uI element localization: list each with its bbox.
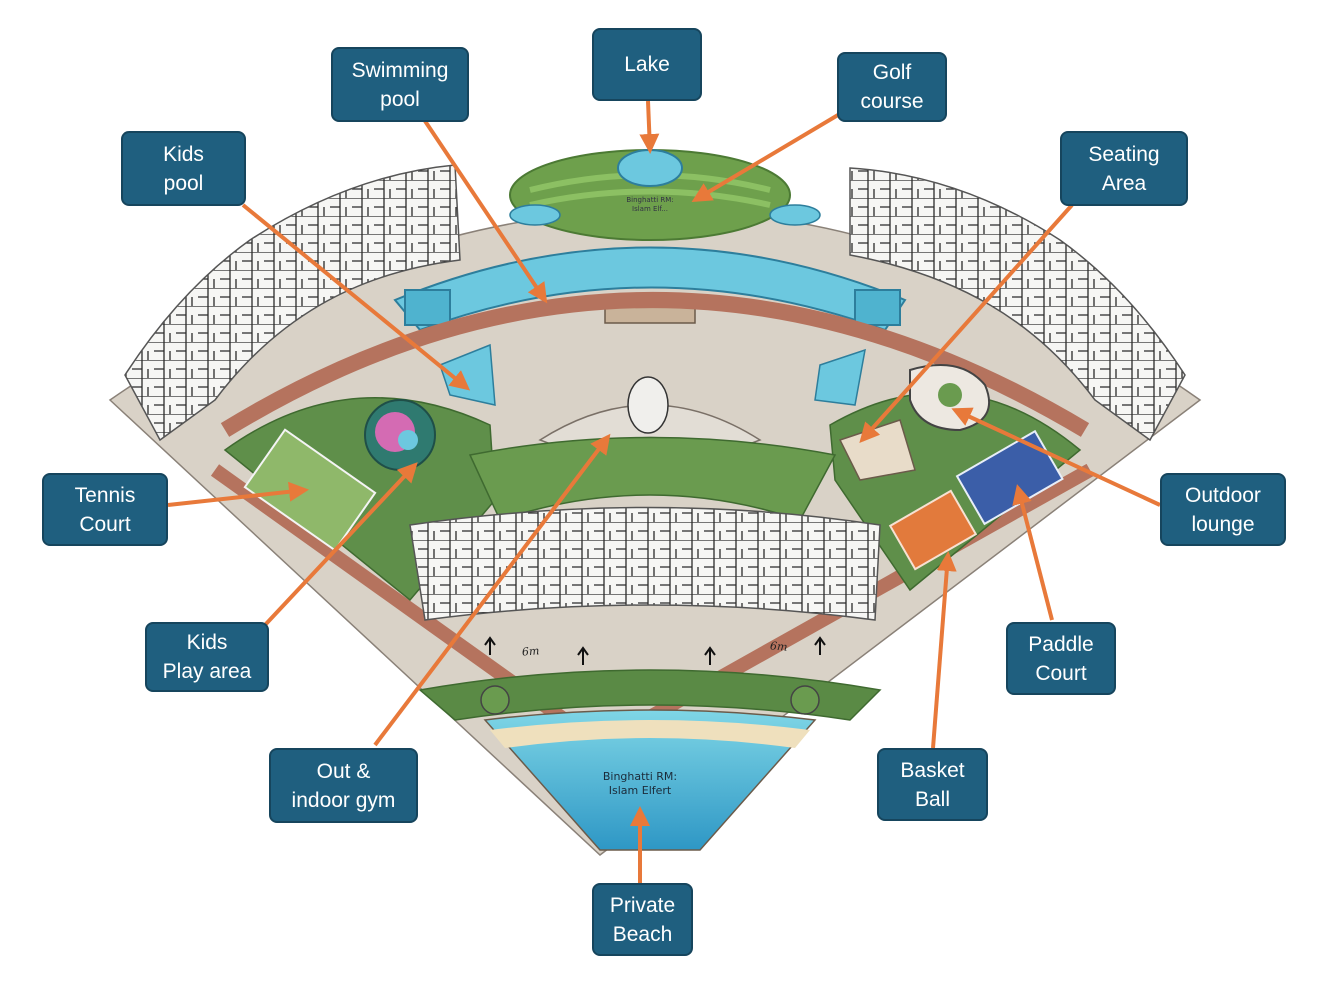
watermark-beach: Binghatti RM: Islam Elfert [602, 770, 678, 797]
arrow-swimming-pool [423, 119, 548, 304]
road-arrows [484, 636, 826, 665]
arrow-basket-ball [931, 551, 957, 749]
label-out-indoor-gym: Out & indoor gym [269, 748, 418, 823]
arrow-golf-course [691, 113, 840, 203]
lake-area [617, 149, 683, 187]
arrow-kids-pool [241, 203, 471, 391]
ring-road [220, 292, 1090, 437]
label-seating-area: Seating Area [1060, 131, 1188, 206]
arrow-paddle-court [1012, 484, 1054, 621]
label-outdoor-lounge: Outdoor lounge [1160, 473, 1286, 546]
label-paddle-court: Paddle Court [1006, 622, 1116, 695]
kids-pool-right [814, 348, 866, 406]
building-wing-top-right [849, 167, 1186, 442]
road-mark-left: 6m [521, 644, 540, 658]
arrow-outdoor-lounge [951, 407, 1161, 507]
label-lake: Lake [592, 28, 702, 101]
building-wing-bottom [409, 506, 881, 621]
label-tennis-court: Tennis Court [42, 473, 168, 546]
arrow-seating-area [859, 203, 1074, 443]
tennis-court-area [243, 428, 377, 552]
private-beach-area [483, 709, 817, 851]
arrow-lake [639, 100, 660, 154]
label-private-beach: Private Beach [592, 883, 693, 956]
label-swimming-pool: Swimming pool [331, 47, 469, 122]
label-kids-play-area: Kids Play area [145, 622, 269, 692]
road-mark-right: 6m [770, 639, 789, 653]
arrow-kids-play-area [263, 462, 418, 627]
label-basket-ball: Basket Ball [877, 748, 988, 821]
arrow-out-indoor-gym [373, 433, 611, 747]
watermark-golf: Binghatti RM: Islam Elf... [626, 196, 674, 213]
arrow-tennis-court [167, 481, 309, 507]
label-kids-pool: Kids pool [121, 131, 246, 206]
label-golf-course: Golf course [837, 52, 947, 122]
